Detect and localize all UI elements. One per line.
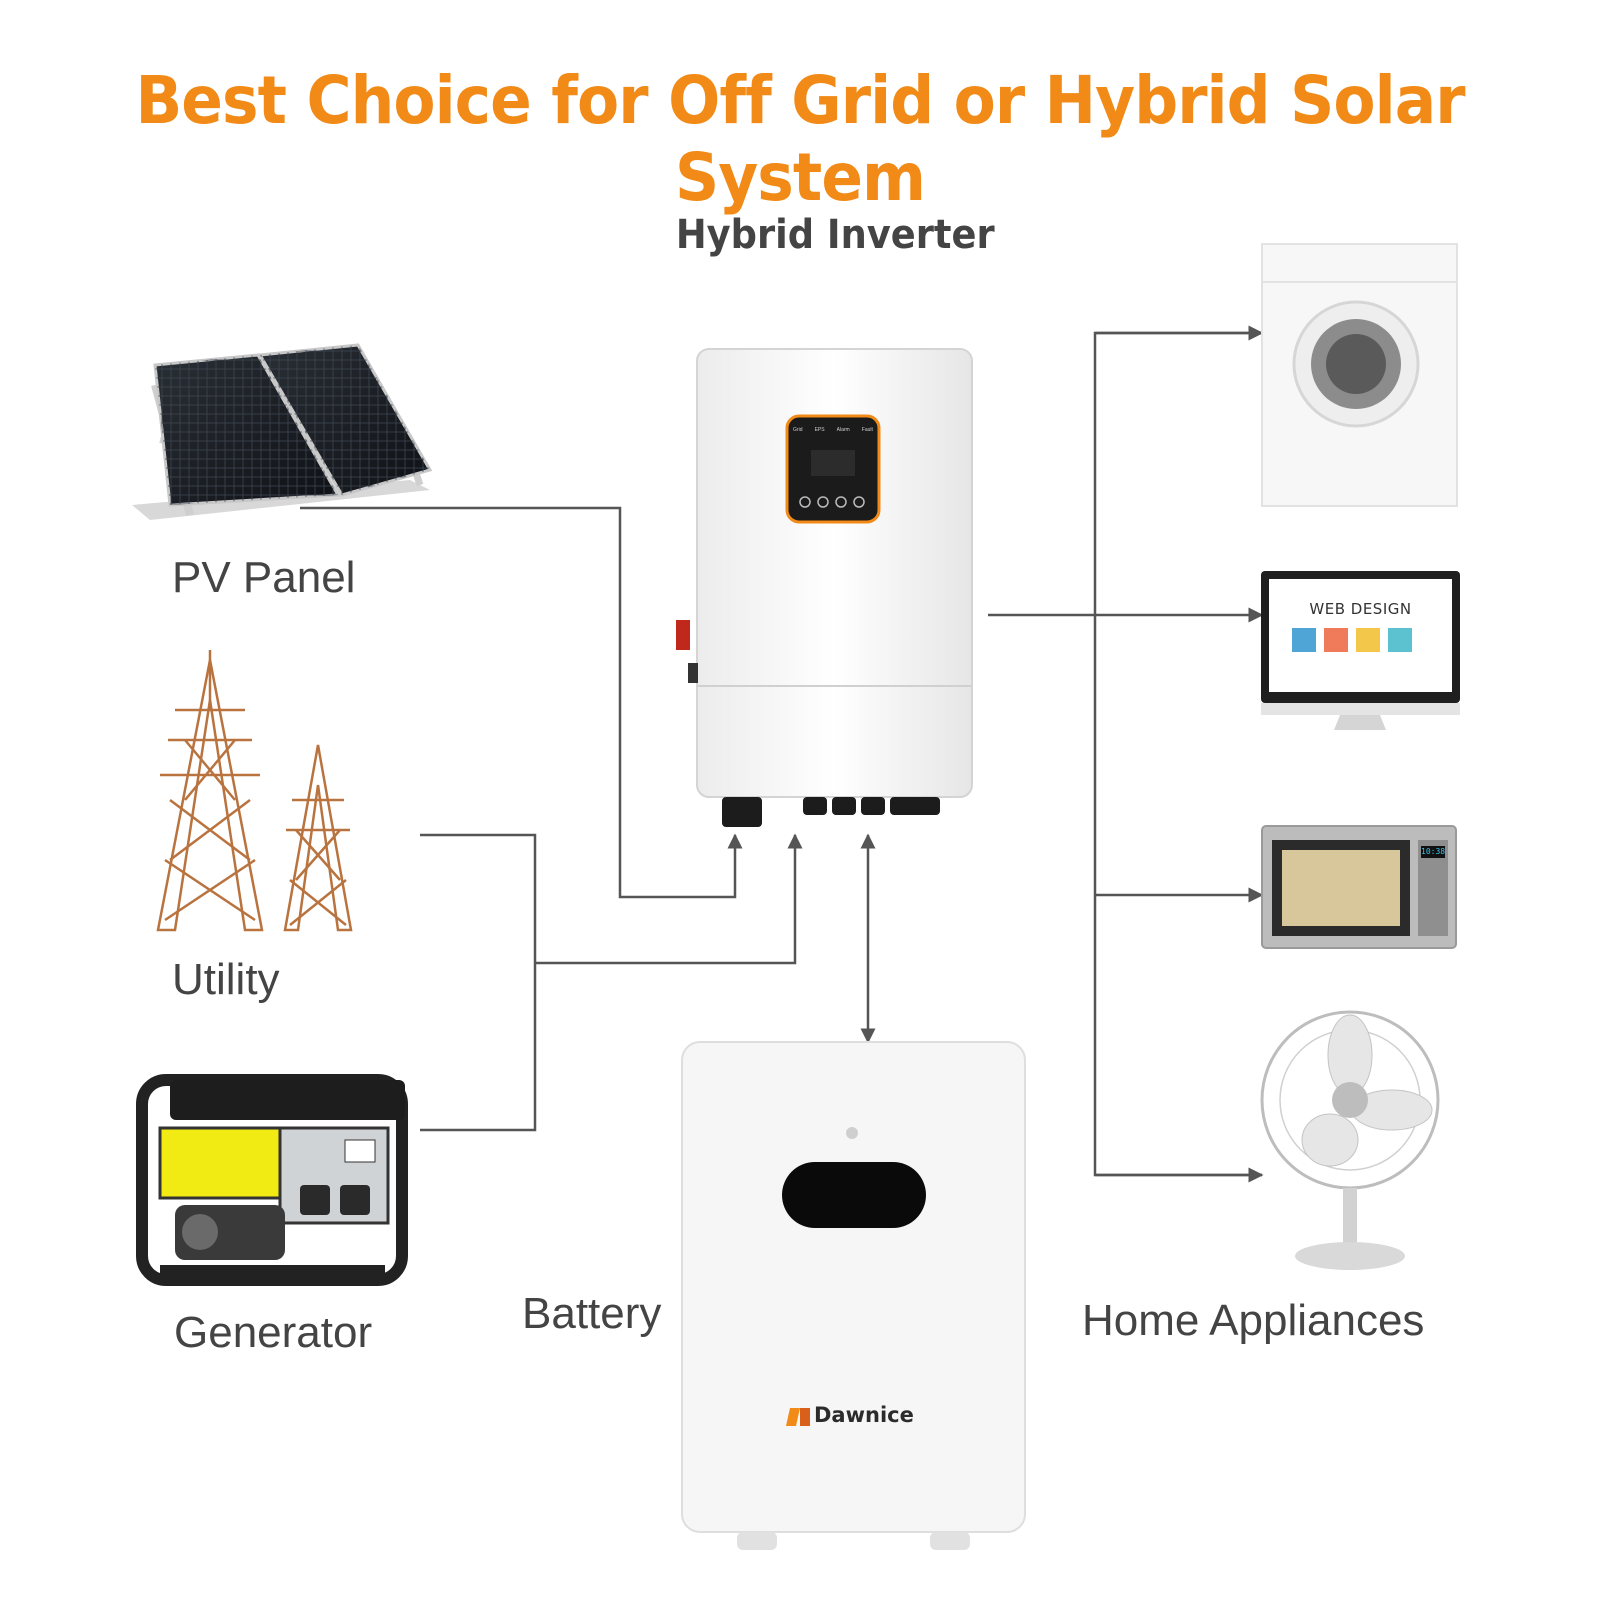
utility-label: Utility bbox=[172, 955, 280, 1005]
monitor-icon bbox=[1261, 571, 1460, 730]
battery-brand: Dawnice bbox=[814, 1403, 914, 1427]
utility-line bbox=[420, 835, 535, 1130]
home-appliances-label: Home Appliances bbox=[1082, 1296, 1424, 1346]
indicator-alarm: Alarm bbox=[837, 427, 850, 433]
pv-panel-label: PV Panel bbox=[172, 553, 355, 603]
solar-panel-icon bbox=[132, 345, 430, 520]
microwave-icon bbox=[1262, 826, 1456, 948]
indicator-eps: EPS bbox=[815, 427, 825, 433]
generator-label: Generator bbox=[174, 1308, 372, 1358]
power-tower-icon bbox=[158, 650, 351, 930]
inverter-indicator-row: Grid EPS Alarm Fault bbox=[787, 427, 879, 433]
generator-icon bbox=[142, 1080, 405, 1280]
indicator-fault: Fault bbox=[862, 427, 873, 433]
inverter-icon bbox=[676, 349, 972, 827]
grid-to-inverter-line bbox=[535, 835, 795, 963]
pv-to-inverter-line bbox=[300, 508, 735, 897]
appliance-bus-line bbox=[1095, 333, 1262, 1175]
monitor-screen-text: WEB DESIGN bbox=[1269, 600, 1452, 618]
battery-label: Battery bbox=[522, 1289, 661, 1339]
washing-machine-icon bbox=[1262, 244, 1457, 506]
indicator-grid: Grid bbox=[793, 427, 802, 433]
fan-icon bbox=[1262, 1012, 1438, 1270]
microwave-display: 10:38 bbox=[1421, 847, 1445, 856]
battery-icon bbox=[682, 1042, 1025, 1550]
